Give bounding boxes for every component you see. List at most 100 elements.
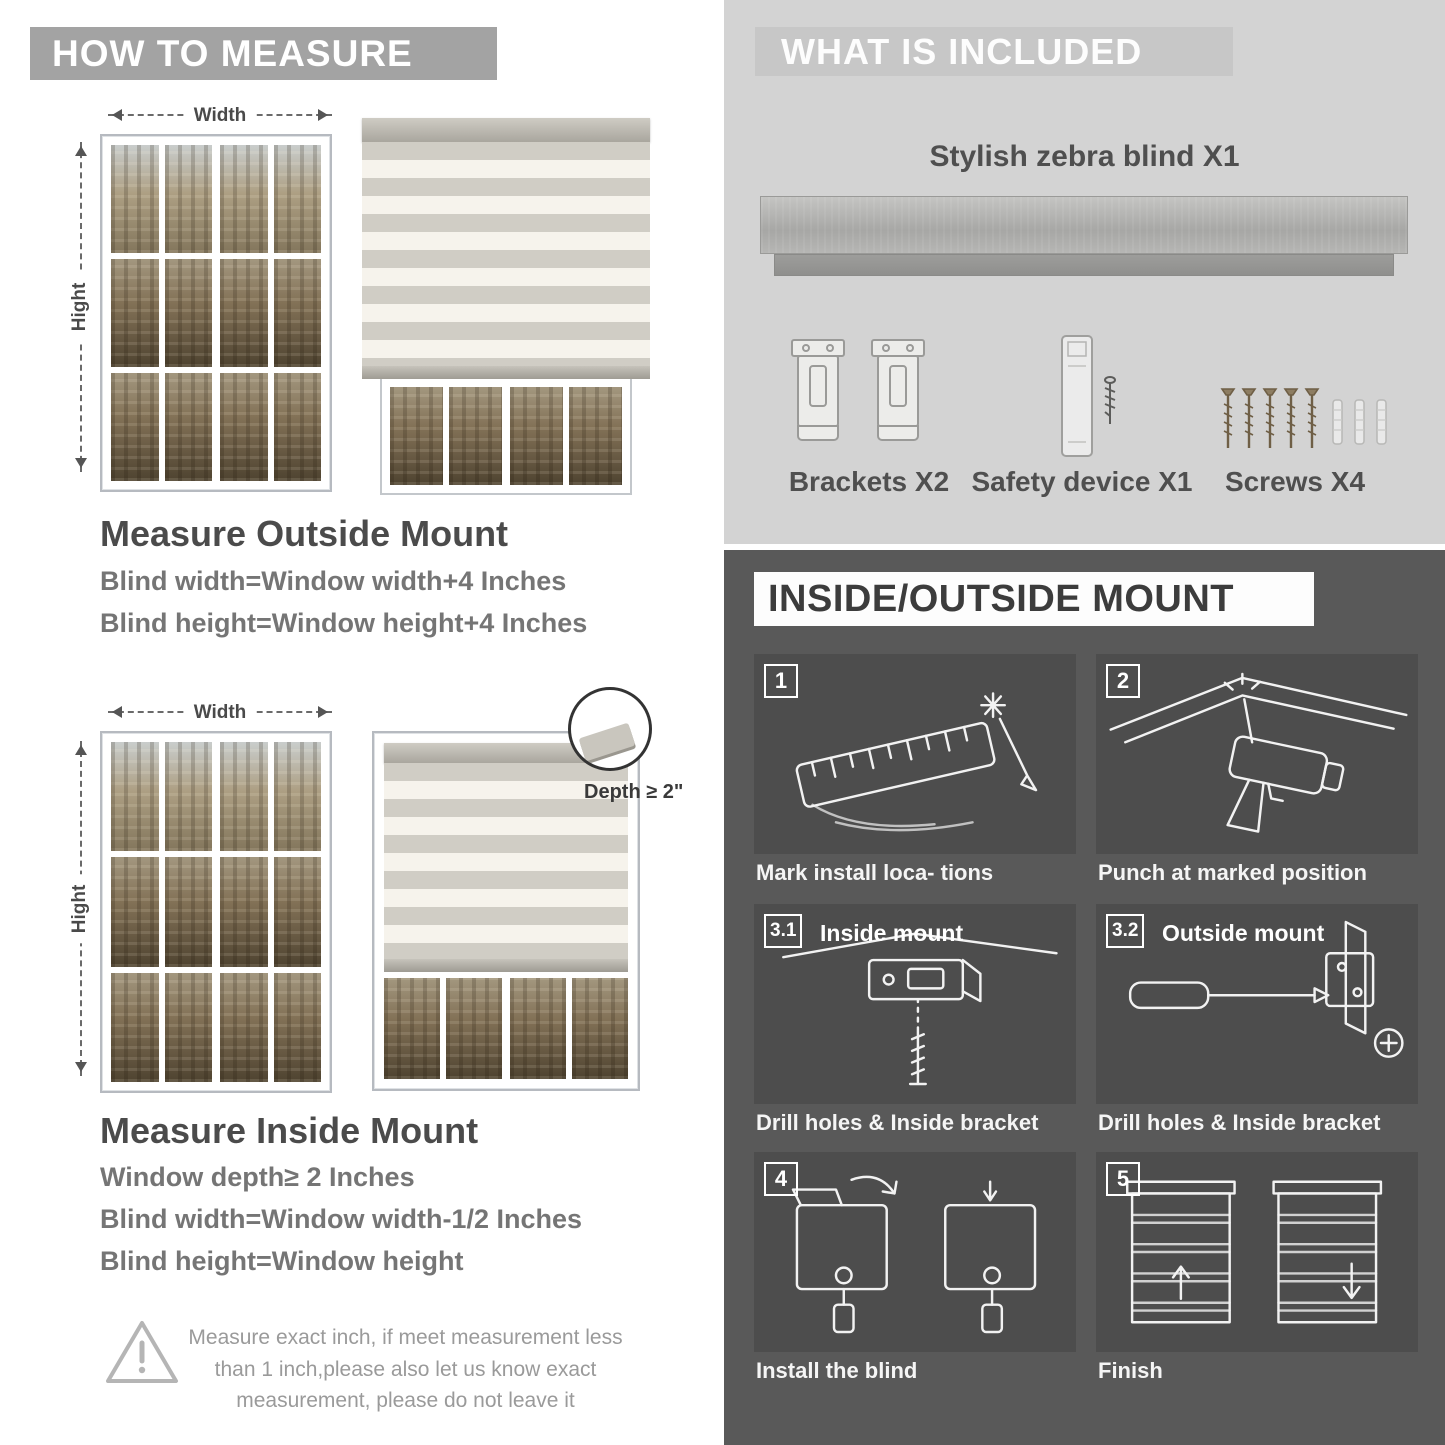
window-pane bbox=[273, 259, 321, 367]
window-pane bbox=[446, 978, 502, 1079]
window-pane bbox=[273, 742, 321, 852]
step3-2-number: 3.2 bbox=[1106, 914, 1145, 948]
step2-number: 2 bbox=[1106, 664, 1140, 698]
window-pane bbox=[220, 857, 268, 967]
blind-bottom-rail bbox=[384, 959, 628, 972]
mount-instructions-section: INSIDE/OUTSIDE MOUNT 1 Mark install loca… bbox=[724, 550, 1445, 1445]
window-pane bbox=[572, 978, 628, 1079]
window-pane bbox=[510, 387, 563, 485]
step3-2-title: Outside mount bbox=[1162, 920, 1325, 946]
step2-caption: Punch at marked position bbox=[1098, 860, 1367, 885]
how-to-measure-header: HOW TO MEASURE bbox=[30, 27, 497, 80]
step3-1-title: Inside mount bbox=[820, 920, 964, 946]
cassette-corner-icon bbox=[578, 722, 636, 762]
warning-triangle-icon bbox=[106, 1321, 178, 1383]
window-pane bbox=[164, 373, 212, 481]
window-pane bbox=[273, 145, 321, 253]
window-pane bbox=[390, 387, 443, 485]
window-pane bbox=[273, 373, 321, 481]
inside-blind-illustration bbox=[372, 731, 640, 1091]
window-pane bbox=[111, 972, 159, 1082]
step4-number: 4 bbox=[764, 1162, 798, 1196]
inside-mount-title: Measure Inside Mount bbox=[100, 1110, 479, 1151]
outside-mount-figure: Width Hight bbox=[69, 100, 670, 500]
window-pane bbox=[164, 857, 212, 967]
finish-illustration bbox=[1126, 1180, 1383, 1324]
blind-stripes bbox=[362, 142, 650, 366]
depth-callout-circle bbox=[568, 687, 652, 771]
step5-number: 5 bbox=[1106, 1162, 1140, 1196]
width-arrow: Width bbox=[108, 105, 332, 127]
window-illustration bbox=[100, 731, 332, 1093]
step4-panel: 4 bbox=[754, 1152, 1076, 1352]
screws-label: Screws X4 bbox=[1224, 466, 1366, 497]
height-arrow-label: Hight bbox=[69, 272, 92, 342]
step1-panel: 1 bbox=[754, 654, 1076, 854]
window-pane bbox=[449, 387, 502, 485]
window-pane bbox=[111, 373, 159, 481]
width-arrow-label: Width bbox=[183, 105, 257, 127]
product-title: Stylish zebra blind X1 bbox=[929, 140, 1240, 173]
inside-rule-height: Blind height=Window height bbox=[100, 1246, 464, 1276]
zebra-blind-headrail-image bbox=[760, 196, 1408, 254]
window-pane bbox=[220, 373, 268, 481]
window-pane bbox=[111, 145, 159, 253]
inside-bracket-illustration bbox=[782, 932, 1058, 1086]
window-pane bbox=[384, 978, 440, 1079]
depth-callout-label: Depth ≥ 2" bbox=[584, 781, 684, 803]
window-pane bbox=[220, 972, 268, 1082]
window-pane bbox=[220, 145, 268, 253]
step1-caption: Mark install loca- tions bbox=[756, 860, 994, 885]
window-pane bbox=[164, 145, 212, 253]
height-arrow-label: Hight bbox=[69, 874, 92, 943]
what-is-included-header: WHAT IS INCLUDED bbox=[755, 27, 1233, 76]
window-pane bbox=[164, 972, 212, 1082]
what-is-included-section: WHAT IS INCLUDED Stylish zebra blind X1 bbox=[724, 0, 1445, 544]
inside-rule-depth: Window depth≥ 2 Inches bbox=[100, 1162, 415, 1192]
drill-illustration bbox=[1109, 672, 1408, 833]
window-pane bbox=[111, 857, 159, 967]
window-pane bbox=[510, 978, 566, 1079]
step4-caption: Install the blind bbox=[756, 1358, 918, 1383]
step2-panel: 2 bbox=[1096, 654, 1418, 854]
window-pane bbox=[220, 259, 268, 367]
step3-2-panel: 3.2 Outside mount bbox=[1096, 904, 1418, 1104]
step5-panel: 5 bbox=[1096, 1152, 1418, 1352]
bracket-icon bbox=[871, 339, 925, 441]
width-arrow: Width bbox=[108, 702, 332, 724]
blind-cassette bbox=[384, 743, 628, 763]
height-arrow: Hight bbox=[69, 741, 92, 1076]
bracket-icon bbox=[791, 339, 845, 441]
install-blind-illustration bbox=[791, 1175, 1037, 1334]
anchor-icon bbox=[1332, 399, 1387, 445]
brackets-label: Brackets X2 bbox=[788, 466, 950, 497]
outside-mount-title: Measure Outside Mount bbox=[100, 513, 509, 554]
window-pane bbox=[273, 972, 321, 1082]
window-under-blind bbox=[380, 379, 632, 495]
safety-device-icon bbox=[1061, 335, 1116, 457]
width-arrow-label: Width bbox=[183, 702, 257, 724]
window-pane bbox=[164, 259, 212, 367]
warning-text: Measure exact inch, if meet measurement … bbox=[188, 1326, 623, 1412]
blind-bottom-rail bbox=[362, 366, 650, 379]
window-pane bbox=[569, 387, 622, 485]
outside-rule-width: Blind width=Window width+4 Inches bbox=[100, 566, 567, 596]
blind-cassette bbox=[362, 118, 650, 142]
step1-number: 1 bbox=[764, 664, 798, 698]
window-illustration bbox=[100, 134, 332, 492]
window-pane bbox=[111, 259, 159, 367]
safety-device-label: Safety device X1 bbox=[971, 466, 1193, 497]
window-pane bbox=[273, 857, 321, 967]
mount-section-header: INSIDE/OUTSIDE MOUNT bbox=[754, 572, 1314, 626]
blind-stripes bbox=[384, 763, 628, 959]
height-arrow: Hight bbox=[69, 142, 92, 472]
step5-caption: Finish bbox=[1098, 1358, 1163, 1383]
window-pane bbox=[164, 742, 212, 852]
screw-icon bbox=[1220, 388, 1320, 448]
step3-1-number: 3.1 bbox=[764, 914, 803, 948]
step3-1-panel: 3.1 Inside mount bbox=[754, 904, 1076, 1104]
step3-2-caption: Drill holes & Inside bracket bbox=[1098, 1110, 1381, 1135]
mark-location-illustration bbox=[795, 692, 1038, 832]
inside-mount-figure: Width Hight Depth ≥ 2" bbox=[69, 687, 690, 1105]
